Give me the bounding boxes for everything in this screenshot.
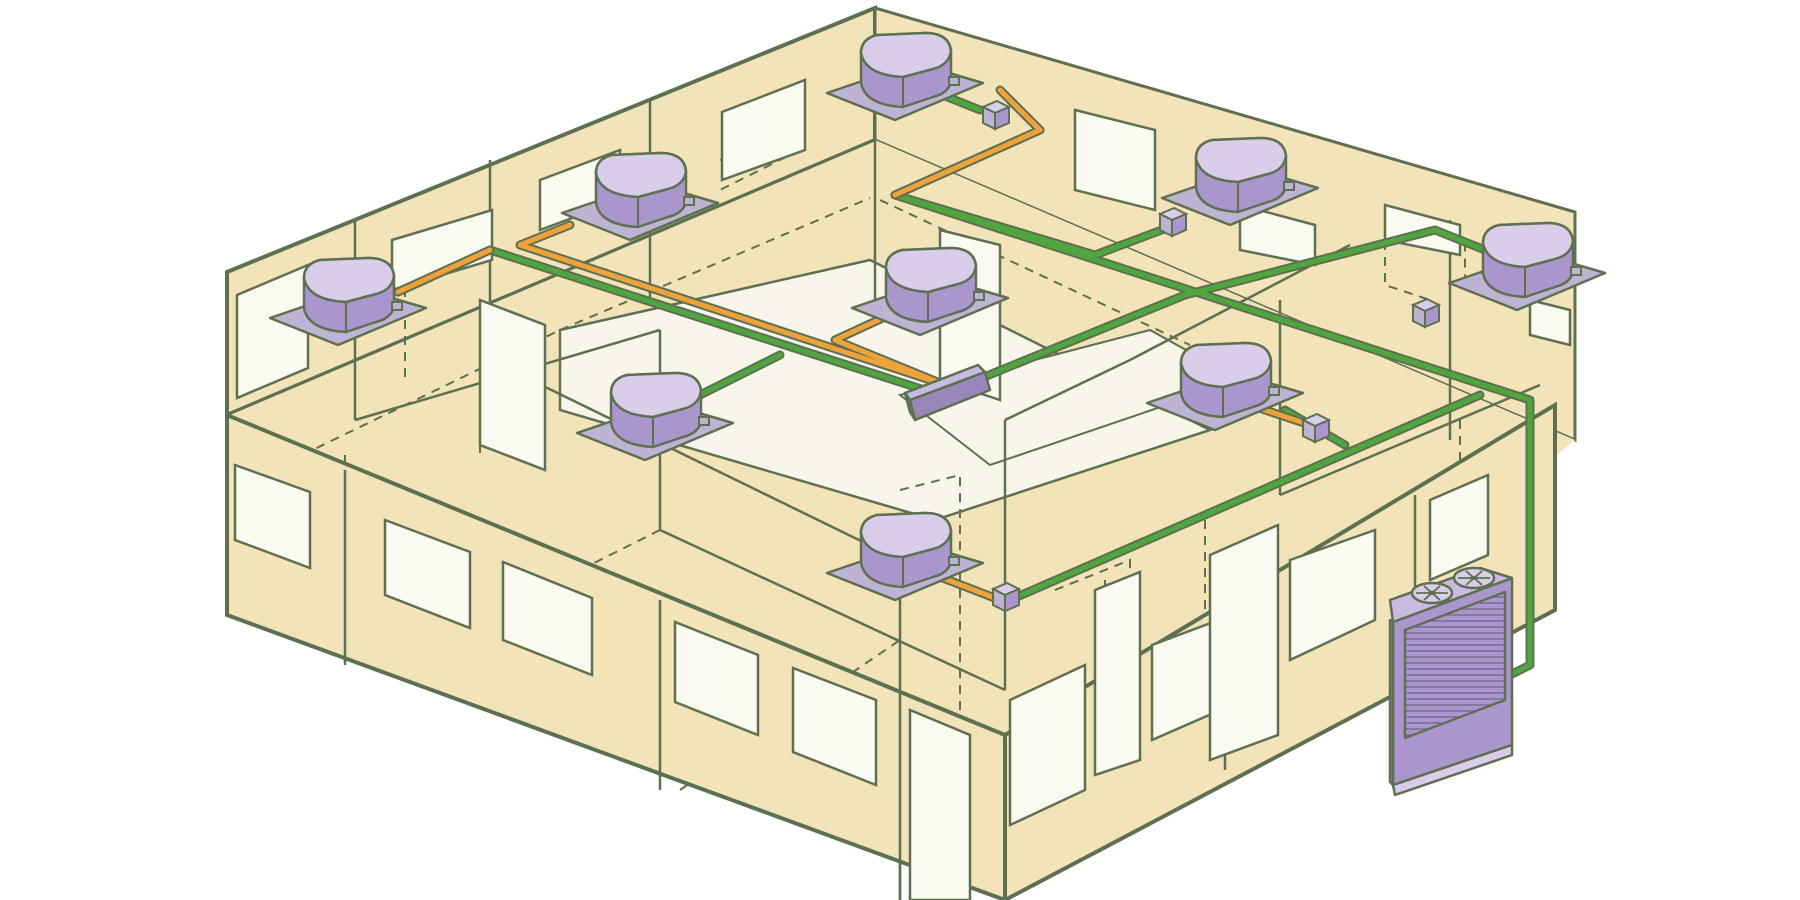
orange-top-drop — [997, 87, 1043, 133]
fan-icon — [1452, 566, 1496, 590]
green-branch-lower — [1007, 392, 1483, 603]
front-windows — [233, 463, 1490, 900]
fan-icon — [1410, 581, 1454, 605]
branch-box — [980, 99, 1012, 131]
indoor-unit — [850, 246, 1010, 337]
orange-branch-left — [395, 247, 493, 295]
outdoor-unit-grill — [1403, 590, 1507, 740]
orange-main-line — [517, 222, 948, 388]
indoor-unit — [825, 511, 985, 602]
outdoor-unit-side — [1388, 618, 1395, 787]
branch-box — [990, 581, 1022, 613]
building-shell — [225, 5, 1577, 900]
indoor-unit — [825, 31, 985, 122]
branch-box — [1157, 206, 1189, 238]
indoor-unit — [1160, 136, 1320, 227]
green-riser-to-outdoor-unit — [892, 192, 1533, 678]
indoor-units — [268, 31, 1607, 602]
outdoor-unit — [1388, 566, 1514, 797]
indoor-unit — [1145, 341, 1305, 432]
branch-box — [1410, 297, 1442, 329]
main-green-trunk — [487, 227, 1538, 398]
orange-branch-center — [832, 307, 948, 388]
orange-line-top — [892, 127, 1043, 198]
distribution-header — [903, 363, 992, 422]
indoor-unit — [575, 371, 735, 462]
branch-box — [1300, 412, 1332, 444]
front-wall-right — [1003, 401, 1557, 900]
indoor-unit — [560, 151, 720, 242]
green-branch-center — [687, 352, 783, 403]
branch-boxes — [980, 99, 1442, 613]
indoor-unit — [1447, 221, 1607, 312]
indoor-unit — [268, 256, 428, 347]
